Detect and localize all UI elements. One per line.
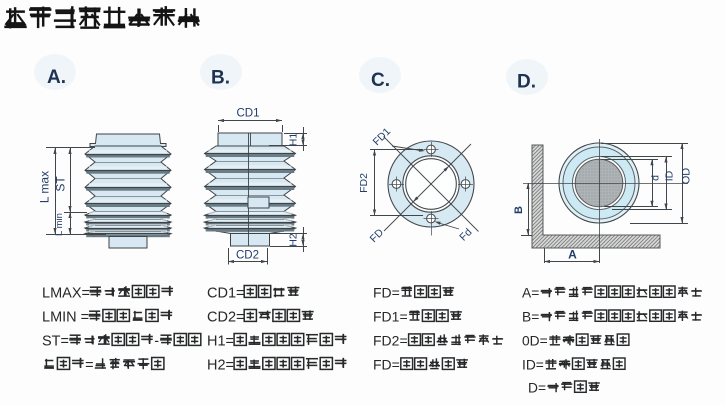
svg-text:0D=: 0D= [522, 334, 548, 349]
svg-text:L min: L min [54, 213, 65, 236]
svg-text:B: B [513, 206, 525, 214]
svg-text:-: - [154, 334, 159, 350]
svg-text:B.: B. [211, 68, 230, 89]
svg-text:d: d [650, 175, 662, 181]
svg-text:FD2: FD2 [358, 173, 370, 193]
svg-text:ST: ST [54, 176, 68, 192]
svg-text:LMAX=: LMAX= [42, 286, 90, 302]
svg-text:H1: H1 [288, 133, 300, 147]
svg-text:D=: D= [528, 381, 546, 396]
svg-text:FD2=: FD2= [373, 333, 408, 349]
svg-text:ID: ID [664, 170, 676, 181]
svg-text:CD2: CD2 [236, 250, 259, 262]
svg-text:FD1: FD1 [371, 126, 394, 149]
svg-text:D.: D. [517, 72, 536, 93]
svg-text:ST=: ST= [42, 334, 69, 350]
svg-text:CD2=: CD2= [207, 310, 244, 326]
svg-text:A: A [568, 248, 577, 262]
svg-text:A=: A= [522, 286, 539, 301]
svg-text:CD1=: CD1= [207, 286, 244, 302]
svg-text:H2=: H2= [207, 358, 234, 374]
svg-text:=: = [85, 358, 93, 374]
svg-text:CD1: CD1 [236, 108, 259, 120]
svg-text:B=: B= [522, 310, 539, 325]
svg-text:FD=: FD= [373, 357, 400, 373]
svg-text:FD: FD [368, 226, 387, 245]
svg-text:L max: L max [38, 171, 52, 203]
svg-text:FD=: FD= [373, 285, 400, 301]
svg-text:ID=: ID= [522, 358, 544, 373]
svg-text:H2: H2 [288, 233, 300, 247]
svg-text:Fd: Fd [457, 226, 474, 243]
svg-text:OD: OD [681, 168, 693, 185]
svg-text:LMIN =: LMIN = [42, 310, 89, 326]
svg-text:C.: C. [371, 70, 390, 91]
svg-text:FD1=: FD1= [373, 309, 408, 325]
svg-text:A.: A. [47, 67, 66, 88]
svg-text:H1=: H1= [207, 334, 234, 350]
